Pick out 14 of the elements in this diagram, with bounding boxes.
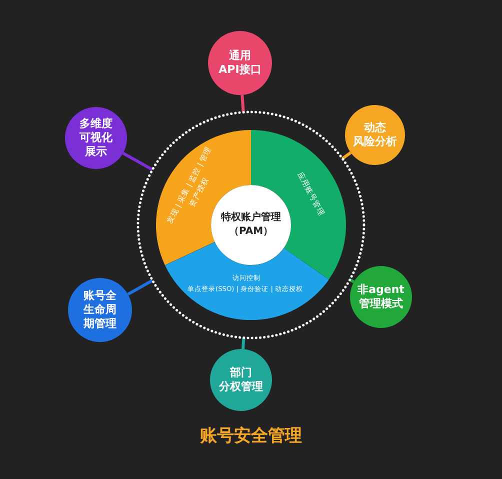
- connector-line: [240, 94, 245, 112]
- diagram-title: 账号安全管理: [199, 425, 303, 447]
- feature-label: 非agent管理模式: [358, 283, 404, 311]
- feature-label: 账号全生命周期管理: [84, 289, 116, 331]
- ring-segment: [164, 242, 329, 320]
- feature-label: 多维度可视化展示: [80, 117, 112, 159]
- connector-line: [127, 279, 154, 296]
- connector-line: [242, 338, 246, 350]
- feature-label: 部门分权管理: [219, 366, 263, 394]
- center-label: 特权账户管理（PAM）: [221, 211, 281, 239]
- feature-label: 通用API接口: [218, 49, 262, 77]
- connector-line: [342, 151, 352, 160]
- connector-line: [122, 152, 154, 171]
- feature-label: 动态风险分析: [353, 121, 397, 149]
